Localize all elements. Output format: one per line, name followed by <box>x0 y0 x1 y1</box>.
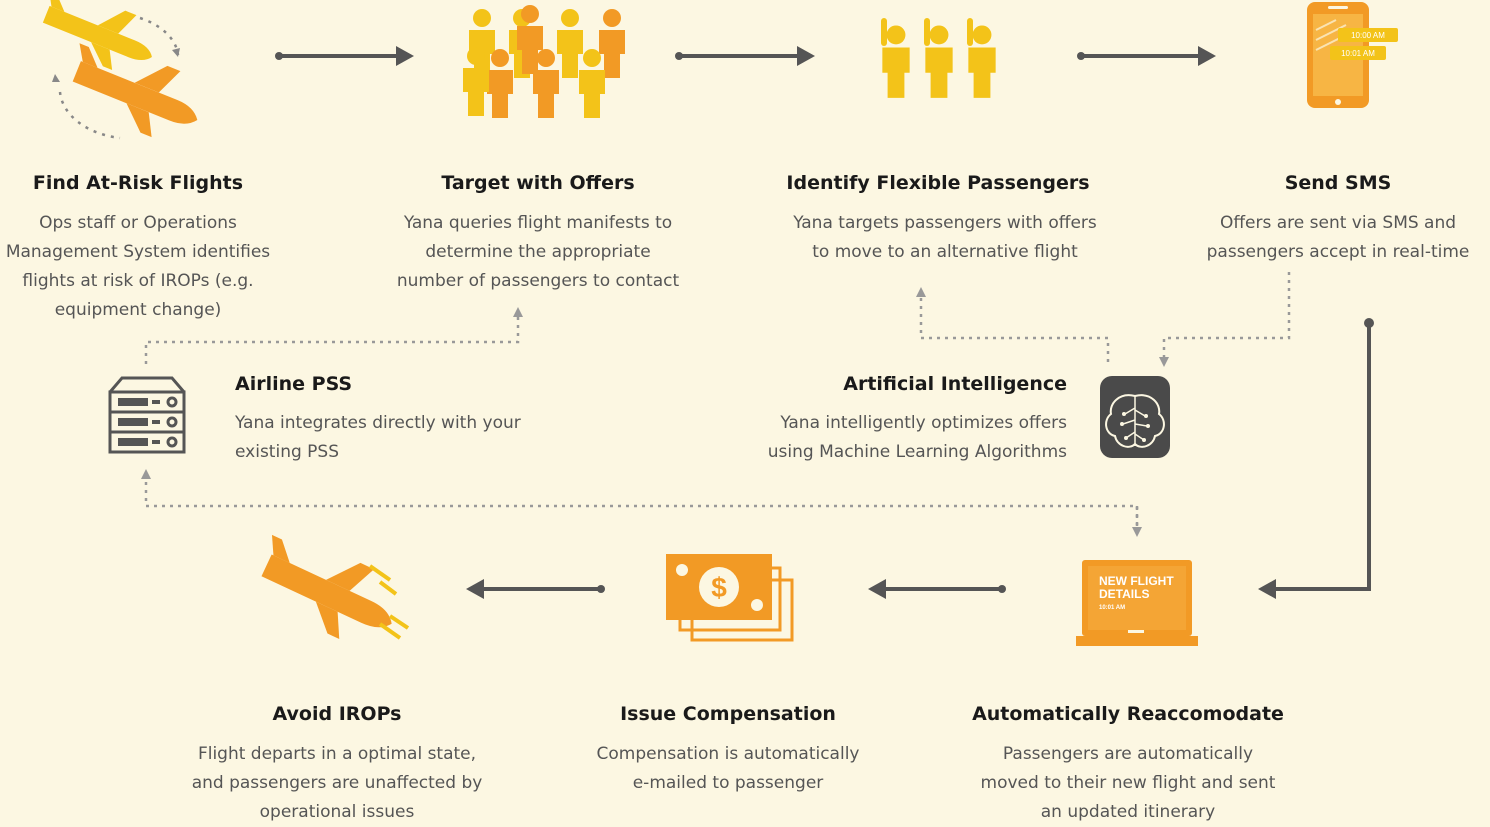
laptop-screen-time: 10:01 AM <box>1099 605 1125 611</box>
laptop-icon: NEW FLIGHT DETAILS 10:01 AM <box>1076 560 1198 646</box>
server-icon <box>108 376 186 454</box>
ai-title: Artificial Intelligence <box>843 373 1067 395</box>
comp-title: Issue Compensation <box>620 703 836 725</box>
pss-to-target-connector <box>144 307 523 364</box>
dotted-connectors <box>141 272 1291 537</box>
arrow-reaccom-to-comp <box>868 579 1006 599</box>
find-title: Find At-Risk Flights <box>32 172 244 194</box>
target-title: Target with Offers <box>441 172 635 194</box>
brain-icon <box>1100 376 1170 458</box>
identify-title: Identify Flexible Passengers <box>786 172 1090 194</box>
sms-to-ai-connector <box>1159 272 1291 367</box>
pss-title: Airline PSS <box>235 373 353 395</box>
laptop-screen-line-2: DETAILS <box>1099 587 1149 601</box>
arrow-identify-to-sms <box>1077 46 1216 66</box>
avoid-desc: Flight departs in a optimal state,and pa… <box>191 744 483 822</box>
flow-arrows <box>275 46 1374 599</box>
sms-title: Send SMS <box>1284 172 1392 194</box>
reaccom-title: Automatically Reaccomodate <box>972 703 1284 725</box>
arrow-sms-to-reaccom <box>1258 318 1374 599</box>
reaccom-to-pss-connector <box>141 469 1139 534</box>
departing-plane-icon <box>261 534 410 640</box>
avoid-title: Avoid IROPs <box>272 703 402 725</box>
laptop-screen-line-1: NEW FLIGHT <box>1099 574 1174 588</box>
dollar-symbol: $ <box>711 572 727 603</box>
airplanes-icon <box>42 0 198 140</box>
sms-time-1: 10:00 AM <box>1351 31 1385 40</box>
ai-to-identify-connector <box>916 287 1110 362</box>
arrow-comp-to-avoid <box>466 579 605 599</box>
passengers-icon <box>881 18 996 98</box>
cash-icon: $ <box>666 554 794 642</box>
sms-time-2: 10:01 AM <box>1341 49 1375 58</box>
arrow-target-to-identify <box>675 46 815 66</box>
phone-icon: 10:00 AM 10:01 AM <box>1307 2 1398 108</box>
crowd-icon <box>463 5 625 118</box>
arrow-find-to-target <box>275 46 414 66</box>
